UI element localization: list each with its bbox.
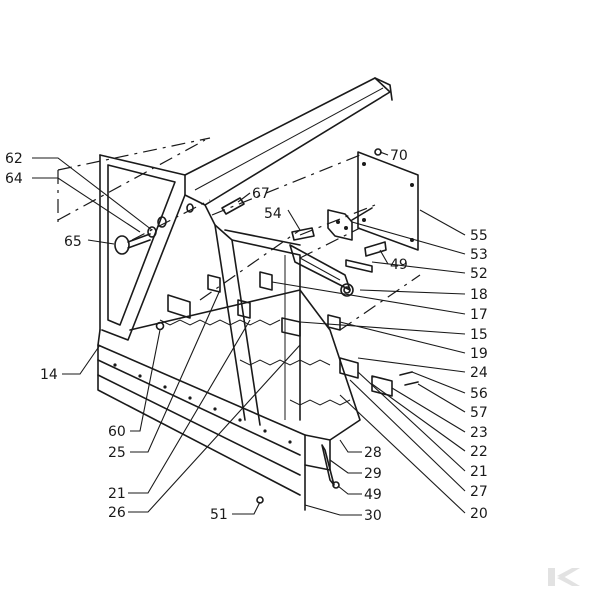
mounting-plate bbox=[357, 151, 419, 251]
callout-24: 24 bbox=[470, 365, 488, 381]
callout-49-lower: 49 bbox=[364, 487, 382, 503]
callout-25: 25 bbox=[108, 445, 126, 461]
callout-26: 26 bbox=[108, 505, 126, 521]
leader-lines bbox=[32, 151, 466, 516]
callout-22: 22 bbox=[470, 444, 488, 460]
callout-21-left: 21 bbox=[108, 486, 126, 502]
callout-30: 30 bbox=[364, 508, 382, 524]
callout-14: 14 bbox=[40, 367, 58, 383]
callout-65: 65 bbox=[64, 234, 82, 250]
callout-23: 23 bbox=[470, 425, 488, 441]
callout-52: 52 bbox=[470, 266, 488, 282]
callout-28: 28 bbox=[364, 445, 382, 461]
cover-frame bbox=[99, 77, 393, 426]
callout-17: 17 bbox=[470, 307, 488, 323]
callout-53: 53 bbox=[470, 247, 488, 263]
center-lines bbox=[57, 137, 421, 331]
callout-67: 67 bbox=[252, 186, 270, 202]
callout-64: 64 bbox=[5, 171, 23, 187]
callout-62: 62 bbox=[5, 151, 23, 167]
callout-18: 18 bbox=[470, 287, 488, 303]
callout-29: 29 bbox=[364, 466, 382, 482]
bracket-block bbox=[327, 207, 373, 241]
callout-57: 57 bbox=[470, 405, 488, 421]
callout-60: 60 bbox=[108, 424, 126, 440]
bolt-washer-set bbox=[114, 197, 387, 257]
hinge-rod bbox=[289, 244, 354, 297]
callout-54: 54 bbox=[264, 206, 282, 222]
callout-56: 56 bbox=[470, 386, 488, 402]
callout-15: 15 bbox=[470, 327, 488, 343]
callout-51: 51 bbox=[210, 507, 228, 523]
callout-labels: 62 64 65 14 60 25 21 26 51 30 49 29 28 6… bbox=[5, 148, 488, 524]
callout-55: 55 bbox=[470, 228, 488, 244]
skirt-assembly bbox=[97, 289, 361, 511]
callout-21-right: 21 bbox=[470, 464, 488, 480]
callout-49-upper: 49 bbox=[390, 257, 408, 273]
callout-20: 20 bbox=[470, 506, 488, 522]
callout-70: 70 bbox=[390, 148, 408, 164]
callout-19: 19 bbox=[470, 346, 488, 362]
callout-27: 27 bbox=[470, 484, 488, 500]
brand-logo-icon bbox=[548, 568, 580, 586]
